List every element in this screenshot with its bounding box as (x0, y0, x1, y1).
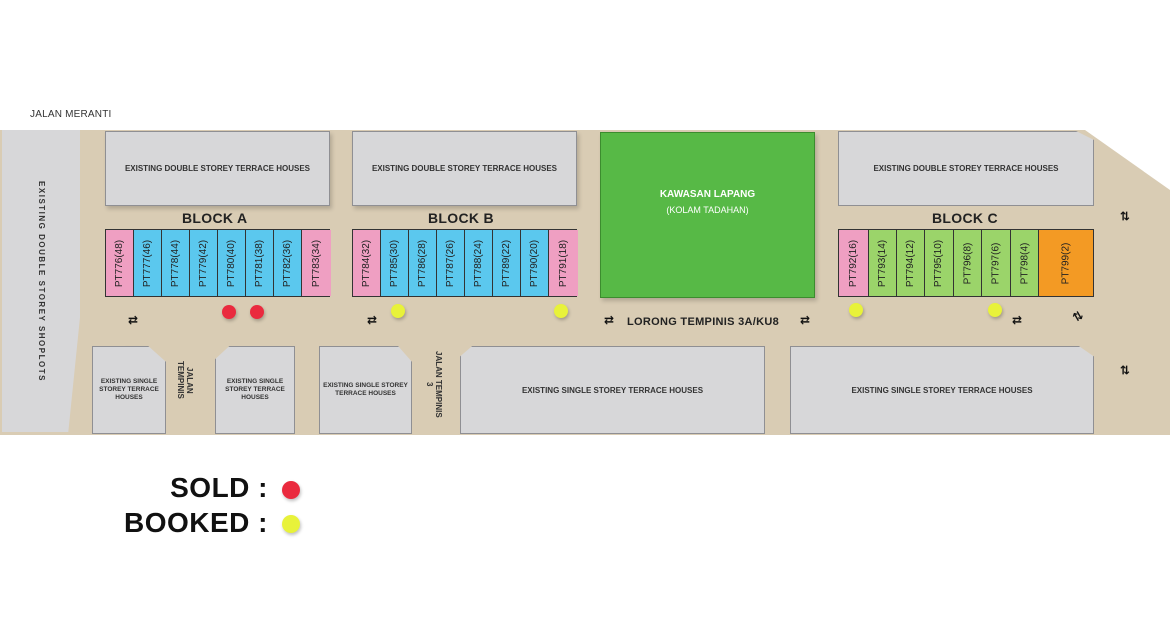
lot-pt791[interactable]: PT791(18) (549, 230, 578, 296)
block-c-lots: PT792(16) PT793(14) PT794(12) PT795(10) … (838, 229, 1094, 297)
legend-booked-dot (282, 515, 300, 533)
two-way-arrow-icon: ⇄ (367, 313, 378, 327)
single-terrace-4-label: EXISTING SINGLE STOREY TERRACE HOUSES (521, 385, 704, 395)
lot-label: PT798(4) (1019, 242, 1030, 284)
lot-pt799[interactable]: PT799(2) (1039, 230, 1093, 296)
lot-pt781[interactable]: PT781(38) (246, 230, 274, 296)
two-way-arrow-icon: ⇄ (1012, 313, 1023, 327)
lot-pt795[interactable]: PT795(10) (925, 230, 954, 296)
lot-label: PT778(44) (170, 239, 181, 287)
lot-label: PT776(48) (114, 239, 125, 287)
lot-pt794[interactable]: PT794(12) (897, 230, 925, 296)
lot-label: PT779(42) (198, 239, 209, 287)
legend-sold-label: SOLD : (170, 472, 268, 503)
lot-pt796[interactable]: PT796(8) (954, 230, 982, 296)
road-label-jalan-tempinis-3: JALAN TEMPINIS 3 (425, 350, 443, 418)
existing-single-terrace-3: EXISTING SINGLE STOREY TERRACE HOUSES (319, 346, 412, 434)
double-terrace-1-label: EXISTING DOUBLE STOREY TERRACE HOUSES (124, 164, 311, 173)
lot-pt777[interactable]: PT777(46) (134, 230, 162, 296)
sold-marker-pt780 (222, 305, 236, 319)
booked-marker-pt791 (554, 304, 568, 318)
lot-label: PT780(40) (226, 239, 237, 287)
single-terrace-5-label: EXISTING SINGLE STOREY TERRACE HOUSES (851, 385, 1033, 395)
lot-label: PT787(26) (445, 239, 456, 287)
lot-pt782[interactable]: PT782(36) (274, 230, 302, 296)
lot-label: PT783(34) (311, 239, 322, 287)
road-label-jalan-tempinis: JALAN TEMPINIS (176, 350, 194, 410)
booked-marker-pt785 (391, 304, 405, 318)
booked-marker-pt797 (988, 303, 1002, 317)
block-b-lots: PT784(32) PT785(30) PT786(28) PT787(26) … (352, 229, 578, 297)
shoplots-label: EXISTING DOUBLE STOREY SHOPLOTS (36, 180, 46, 382)
block-b-title: BLOCK B (428, 210, 494, 226)
lot-pt778[interactable]: PT778(44) (162, 230, 190, 296)
lot-pt787[interactable]: PT787(26) (437, 230, 465, 296)
lot-label: PT796(8) (962, 242, 973, 284)
lot-label: PT785(30) (389, 239, 400, 287)
block-a-title: BLOCK A (182, 210, 248, 226)
two-way-arrow-icon: ⇄ (800, 313, 811, 327)
lot-pt780[interactable]: PT780(40) (218, 230, 246, 296)
booked-marker-pt792 (849, 303, 863, 317)
lot-pt784[interactable]: PT784(32) (353, 230, 381, 296)
lot-label: PT792(16) (848, 239, 859, 287)
lot-label: PT799(2) (1060, 242, 1072, 284)
double-terrace-2-label: EXISTING DOUBLE STOREY TERRACE HOUSES (371, 164, 558, 173)
lot-label: PT781(38) (254, 239, 265, 287)
kawasan-lapang-park: KAWASAN LAPANG (KOLAM TADAHAN) (600, 132, 815, 298)
lot-pt776[interactable]: PT776(48) (106, 230, 134, 296)
existing-double-terrace-3: EXISTING DOUBLE STOREY TERRACE HOUSES (838, 131, 1094, 206)
two-way-arrow-icon: ⇄ (604, 313, 615, 327)
single-terrace-1-label: EXISTING SINGLE STOREY TERRACE HOUSES (99, 378, 159, 401)
lot-pt789[interactable]: PT789(22) (493, 230, 521, 296)
lot-label: PT788(24) (473, 239, 484, 287)
lot-pt793[interactable]: PT793(14) (869, 230, 897, 296)
lot-pt785[interactable]: PT785(30) (381, 230, 409, 296)
single-terrace-2-label: EXISTING SINGLE STOREY TERRACE HOUSES (225, 378, 285, 401)
two-way-arrow-icon: ⇄ (1118, 210, 1133, 222)
existing-single-terrace-2: EXISTING SINGLE STOREY TERRACE HOUSES (215, 346, 295, 434)
legend-sold-dot (282, 481, 300, 499)
two-way-arrow-icon: ⇄ (128, 313, 139, 327)
lot-label: PT790(20) (529, 239, 540, 287)
jalan-tempinis-text: JALAN TEMPINIS (176, 361, 194, 399)
single-terrace-3-label: EXISTING SINGLE STOREY TERRACE HOUSES (323, 382, 408, 397)
block-c-title: BLOCK C (932, 210, 998, 226)
block-a-lots: PT776(48) PT777(46) PT778(44) PT779(42) … (105, 229, 331, 297)
road-label-jalan-meranti: JALAN MERANTI (30, 109, 112, 120)
legend-booked-label: BOOKED : (124, 507, 268, 538)
lot-label: PT793(14) (877, 239, 888, 287)
double-terrace-3-label: EXISTING DOUBLE STOREY TERRACE HOUSES (873, 164, 1059, 173)
jalan-tempinis-3-text: JALAN TEMPINIS 3 (425, 350, 443, 418)
lot-label: PT782(36) (282, 239, 293, 287)
lot-pt788[interactable]: PT788(24) (465, 230, 493, 296)
existing-double-terrace-2: EXISTING DOUBLE STOREY TERRACE HOUSES (352, 131, 577, 206)
lot-label: PT797(6) (990, 242, 1002, 284)
park-title: KAWASAN LAPANG (659, 189, 756, 200)
lot-label: PT795(10) (933, 239, 945, 287)
existing-double-terrace-1: EXISTING DOUBLE STOREY TERRACE HOUSES (105, 131, 330, 206)
two-way-arrow-icon: ⇄ (1118, 364, 1133, 376)
lot-label: PT789(22) (501, 239, 512, 287)
existing-shoplots: EXISTING DOUBLE STOREY SHOPLOTS (2, 130, 80, 432)
lot-label: PT791(18) (558, 239, 569, 287)
lot-pt786[interactable]: PT786(28) (409, 230, 437, 296)
park-subtitle: (KOLAM TADAHAN) (666, 205, 749, 215)
lot-pt792[interactable]: PT792(16) (839, 230, 869, 296)
lot-pt790[interactable]: PT790(20) (521, 230, 549, 296)
sold-marker-pt781 (250, 305, 264, 319)
lot-pt779[interactable]: PT779(42) (190, 230, 218, 296)
existing-single-terrace-4: EXISTING SINGLE STOREY TERRACE HOUSES (460, 346, 765, 434)
existing-single-terrace-1: EXISTING SINGLE STOREY TERRACE HOUSES (92, 346, 166, 434)
lot-label: PT794(12) (905, 239, 916, 287)
lot-pt797[interactable]: PT797(6) (982, 230, 1011, 296)
existing-single-terrace-5: EXISTING SINGLE STOREY TERRACE HOUSES (790, 346, 1094, 434)
lot-label: PT777(46) (142, 239, 153, 287)
road-label-lorong-tempinis: LORONG TEMPINIS 3A/KU8 (627, 316, 780, 328)
lot-label: PT786(28) (417, 239, 428, 287)
lot-pt798[interactable]: PT798(4) (1011, 230, 1039, 296)
lot-pt783[interactable]: PT783(34) (302, 230, 331, 296)
lot-label: PT784(32) (361, 239, 372, 287)
